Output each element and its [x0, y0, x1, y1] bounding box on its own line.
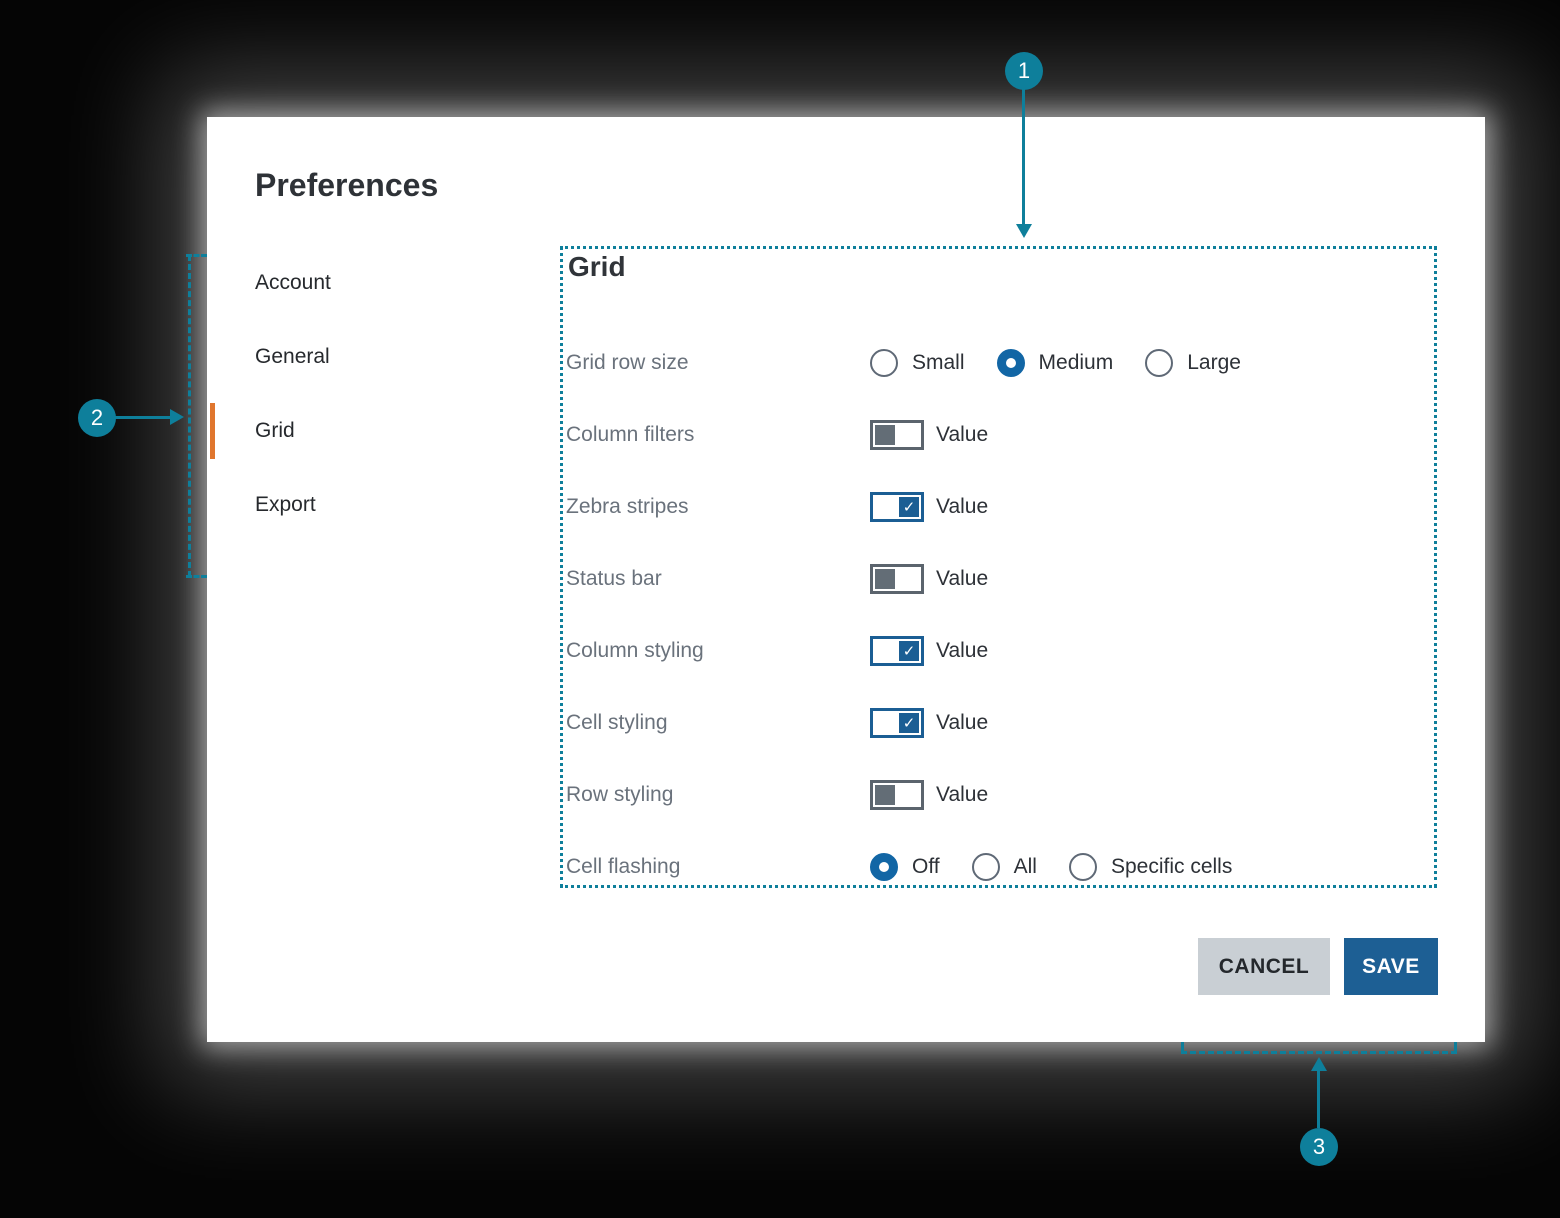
row-label: Grid row size — [566, 351, 689, 374]
sidebar-item-grid[interactable]: Grid — [210, 394, 475, 468]
footer-highlight-bracket-right-tick — [1454, 1042, 1457, 1053]
sidebar-highlight-border-top-tick — [186, 254, 207, 257]
arrowhead-up-icon — [1311, 1057, 1327, 1071]
checkbox-knob: ✓ — [875, 569, 895, 589]
radio-icon[interactable] — [870, 349, 898, 377]
row-controls: Off All Specific cells — [870, 853, 1264, 881]
row-controls: ✓ Value — [870, 420, 988, 450]
panel-heading: Grid — [568, 251, 626, 282]
row-controls: ✓ Value — [870, 708, 988, 738]
row-label: Column filters — [566, 423, 695, 446]
page-title: Preferences — [255, 167, 439, 203]
callout-1-badge: 1 — [1005, 52, 1043, 90]
radio-option-label: Small — [912, 351, 965, 374]
sidebar-item-label: General — [255, 345, 330, 368]
radio-option-medium[interactable]: Medium — [996, 349, 1114, 377]
cancel-button[interactable]: CANCEL — [1198, 938, 1330, 995]
radio-option-large[interactable]: Large — [1145, 349, 1241, 377]
sidebar-highlight-border-bottom-tick — [186, 575, 207, 578]
radio-option-label: Medium — [1038, 351, 1114, 374]
footer-highlight-bracket-left-tick — [1181, 1042, 1184, 1053]
radio-option-label: Specific cells — [1110, 855, 1233, 878]
sidebar-item-label: Grid — [255, 419, 295, 442]
radio-icon[interactable] — [870, 853, 898, 881]
radio-icon[interactable] — [971, 853, 1000, 881]
settings-row-grid-row-size: Grid row size Small Medium Large — [566, 327, 1426, 399]
radio-icon[interactable] — [1068, 853, 1097, 881]
checkbox-value-label: Value — [936, 567, 989, 590]
checkbox-value-label: Value — [936, 783, 989, 806]
radio-icon[interactable] — [1145, 349, 1174, 377]
callout-2-badge: 2 — [78, 399, 116, 437]
checkbox-toggle[interactable]: ✓ — [870, 708, 924, 738]
callout-3-badge: 3 — [1300, 1128, 1338, 1166]
row-controls: ✓ Value — [870, 564, 988, 594]
row-label: Cell flashing — [566, 855, 681, 878]
callout-2-line — [114, 416, 170, 419]
radio-icon[interactable] — [996, 349, 1025, 377]
arrowhead-down-icon — [1016, 224, 1032, 238]
sidebar-highlight-border — [188, 255, 191, 577]
checkbox-value-label: Value — [936, 423, 989, 446]
checkbox-toggle[interactable]: ✓ — [870, 564, 924, 594]
radio-option-off[interactable]: Off — [870, 853, 940, 881]
checkbox-toggle[interactable]: ✓ — [870, 780, 924, 810]
settings-row-column-styling: Column styling ✓ Value — [566, 615, 1426, 687]
row-controls: ✓ Value — [870, 780, 988, 810]
callout-3-line — [1317, 1070, 1320, 1128]
checkbox-toggle[interactable]: ✓ — [870, 492, 924, 522]
check-icon: ✓ — [899, 713, 919, 733]
radio-option-all[interactable]: All — [971, 853, 1037, 881]
settings-row-status-bar: Status bar ✓ Value — [566, 543, 1426, 615]
settings-row-cell-styling: Cell styling ✓ Value — [566, 687, 1426, 759]
row-label: Row styling — [566, 783, 674, 806]
settings-row-row-styling: Row styling ✓ Value — [566, 759, 1426, 831]
radio-option-label: Off — [912, 855, 940, 878]
settings-row-cell-flashing: Cell flashing Off All Specific cells — [566, 831, 1426, 903]
sidebar-item-account[interactable]: Account — [255, 246, 475, 320]
radio-option-label: All — [1013, 855, 1037, 878]
sidebar-item-export[interactable]: Export — [255, 468, 475, 542]
checkbox-value-label: Value — [936, 495, 989, 518]
settings-row-zebra-stripes: Zebra stripes ✓ Value — [566, 471, 1426, 543]
save-button[interactable]: SAVE — [1344, 938, 1438, 995]
row-label: Zebra stripes — [566, 495, 689, 518]
row-label: Column styling — [566, 639, 704, 662]
sidebar-item-label: Account — [255, 271, 331, 294]
checkbox-knob: ✓ — [875, 785, 895, 805]
sidebar-item-general[interactable]: General — [255, 320, 475, 394]
arrowhead-right-icon — [170, 409, 184, 425]
callout-1-line — [1022, 89, 1025, 224]
selected-item-indicator — [210, 403, 215, 459]
footer-highlight-bracket — [1181, 1051, 1457, 1054]
checkbox-toggle[interactable]: ✓ — [870, 420, 924, 450]
row-controls: ✓ Value — [870, 636, 988, 666]
sidebar-item-label: Export — [255, 493, 316, 516]
checkbox-value-label: Value — [936, 639, 989, 662]
row-controls: ✓ Value — [870, 492, 988, 522]
check-icon: ✓ — [899, 497, 919, 517]
check-icon: ✓ — [899, 641, 919, 661]
dialog-footer: CANCEL SAVE — [1198, 938, 1438, 995]
row-controls: Small Medium Large — [870, 349, 1273, 377]
checkbox-toggle[interactable]: ✓ — [870, 636, 924, 666]
row-label: Status bar — [566, 567, 662, 590]
row-label: Cell styling — [566, 711, 668, 734]
radio-option-small[interactable]: Small — [870, 349, 965, 377]
checkbox-knob: ✓ — [875, 425, 895, 445]
radio-option-specific-cells[interactable]: Specific cells — [1068, 853, 1233, 881]
radio-option-label: Large — [1187, 351, 1241, 374]
checkbox-value-label: Value — [936, 711, 989, 734]
settings-row-column-filters: Column filters ✓ Value — [566, 399, 1426, 471]
